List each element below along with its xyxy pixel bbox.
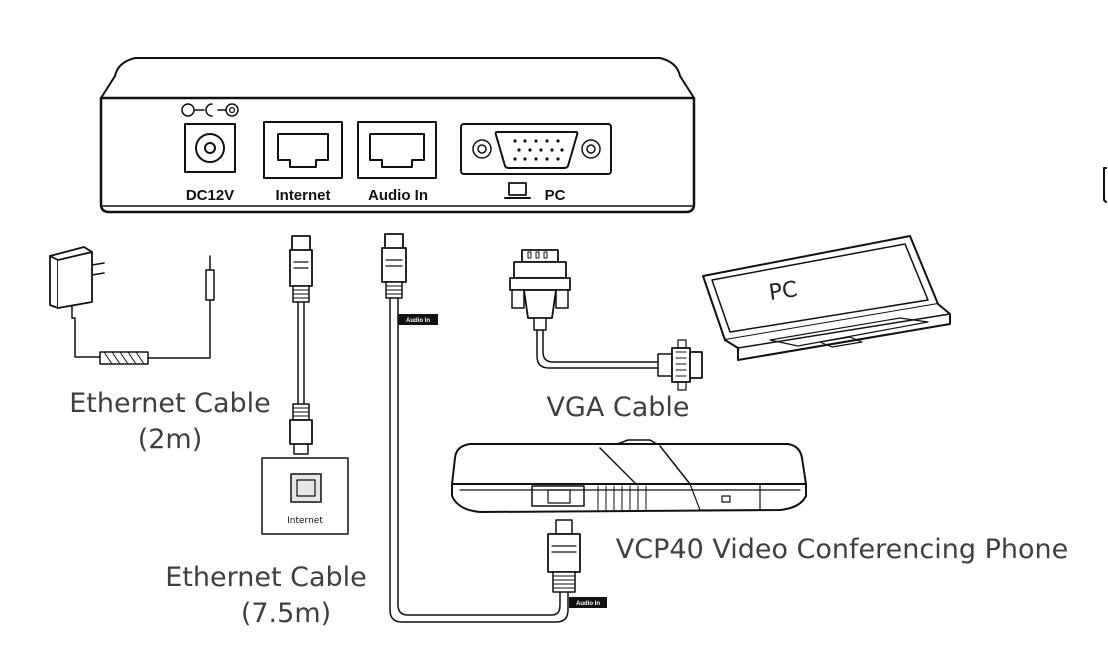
vga-cable-caption: VGA Cable bbox=[546, 392, 689, 423]
ethernet-cable-caption-line1: Ethernet Cable bbox=[165, 562, 367, 593]
internet-port bbox=[263, 121, 343, 179]
pc-port-label: PC bbox=[545, 187, 566, 204]
power-cable-caption-line1: Ethernet Cable bbox=[69, 388, 271, 419]
power-cable-caption-line2: (2m) bbox=[138, 424, 203, 455]
laptop bbox=[702, 235, 951, 361]
laptop-screen-label: PC bbox=[767, 277, 799, 306]
vcp40-phone-caption: VCP40 Video Conferencing Phone bbox=[616, 534, 1068, 565]
connection-hub bbox=[99, 57, 696, 214]
audio-in-tag-lower-text: Audio In bbox=[576, 601, 600, 607]
ethernet-cable-caption-line2: (7.5m) bbox=[241, 598, 331, 629]
pc-icon bbox=[504, 182, 531, 199]
wall-jack bbox=[261, 457, 349, 535]
partial-device-edge bbox=[1103, 167, 1107, 203]
dc-power-port bbox=[181, 103, 239, 173]
wall-jack-label: Internet bbox=[287, 516, 323, 526]
dc12v-label: DC12V bbox=[186, 187, 234, 204]
audio-in-port bbox=[357, 121, 437, 179]
audio-in-tag-upper-text: Audio In bbox=[406, 318, 430, 324]
audio-in-port-label: Audio In bbox=[368, 187, 428, 204]
power-adapter bbox=[49, 246, 215, 365]
internet-port-label: Internet bbox=[275, 187, 330, 204]
vga-port bbox=[460, 123, 612, 175]
audio-in-tag-upper: Audio In bbox=[398, 314, 438, 325]
audio-in-tag-lower: Audio In bbox=[569, 597, 607, 608]
phone-cable-connector bbox=[547, 519, 581, 593]
ethernet-cable-long bbox=[381, 233, 569, 623]
vcp40-phone bbox=[451, 439, 807, 513]
vga-cable bbox=[509, 249, 703, 391]
ethernet-cable-short bbox=[289, 235, 313, 455]
